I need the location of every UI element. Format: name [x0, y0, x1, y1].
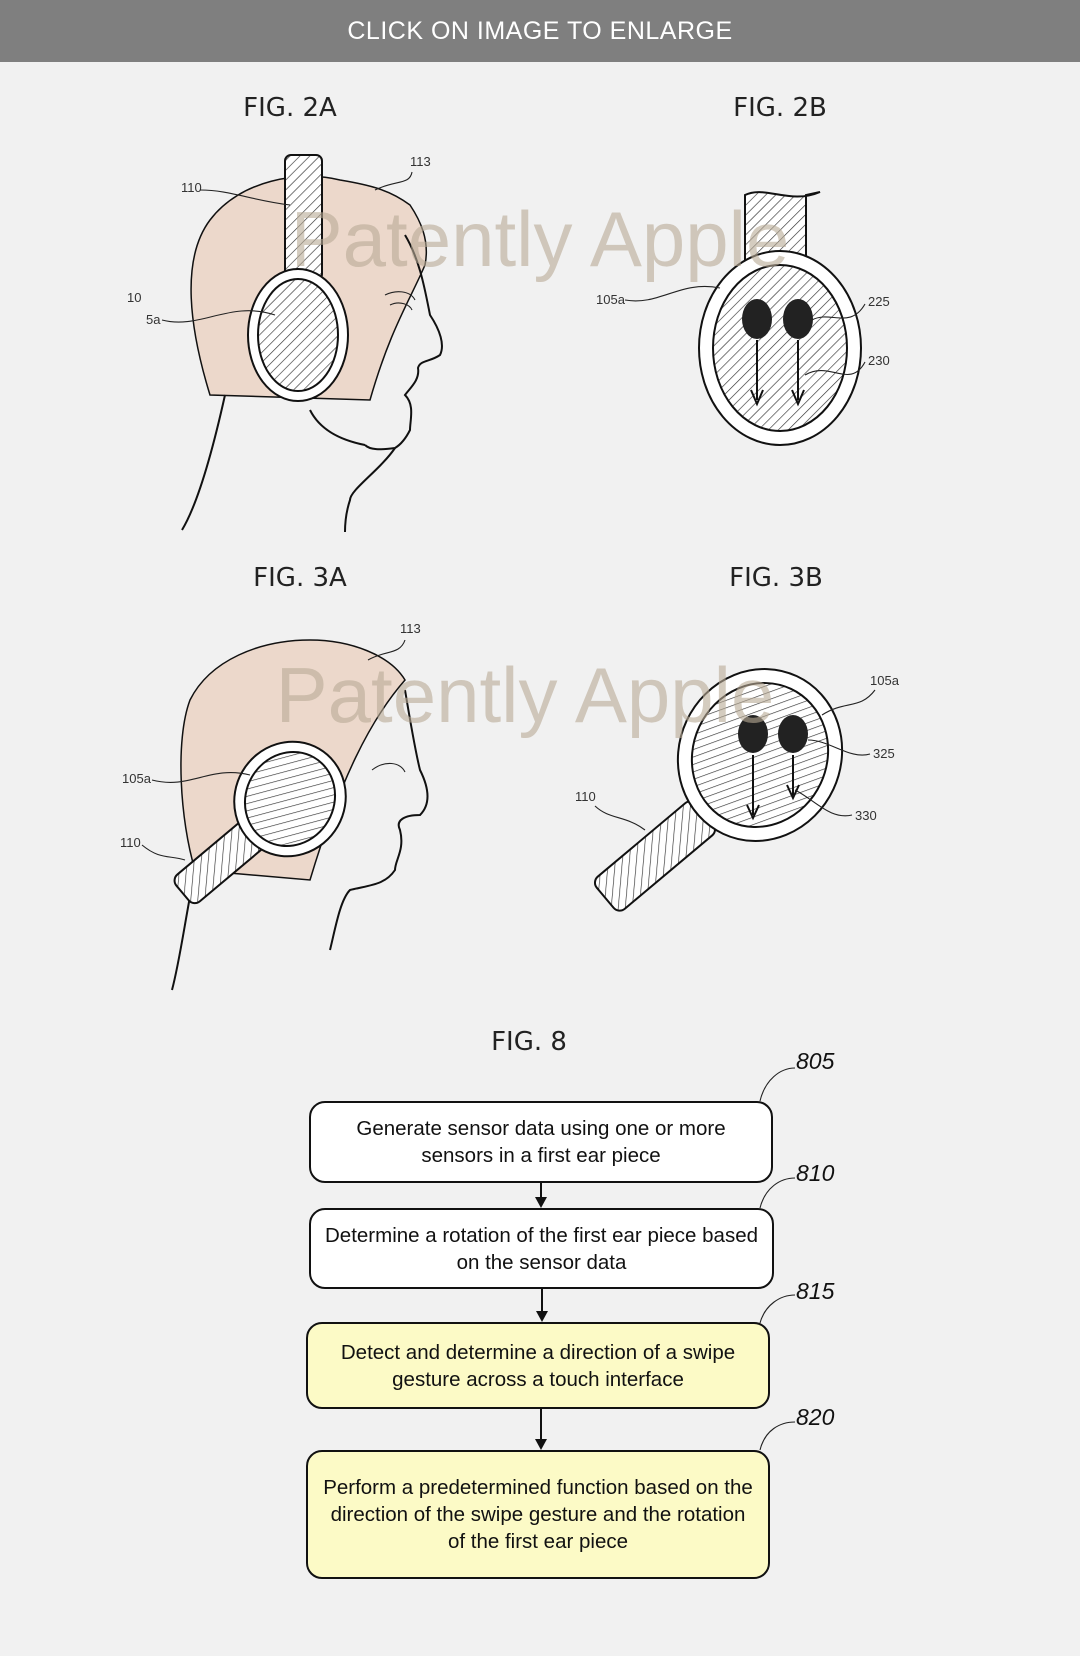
ref-105a-part2: 5a — [146, 312, 161, 327]
fig-3b-title: FIG. 3B — [729, 563, 823, 593]
fig-2a-title: FIG. 2A — [243, 93, 337, 123]
ref-225: 225 — [868, 294, 890, 309]
ear-cup — [257, 278, 339, 392]
step-text: Determine a rotation of the first ear pi… — [325, 1223, 759, 1274]
touch-point — [742, 299, 772, 339]
flow-step-815: Detect and determine a direction of a sw… — [306, 1322, 770, 1409]
ref-113: 113 — [400, 621, 421, 636]
ear-cup — [243, 750, 337, 848]
watermark: Patently Apple — [291, 195, 790, 283]
ref-105a: 105a — [122, 771, 152, 786]
ref-110: 110 — [181, 180, 202, 195]
ref-325: 325 — [873, 746, 895, 761]
step-text: Detect and determine a direction of a sw… — [340, 1340, 736, 1391]
ref-105a: 105a — [870, 673, 900, 688]
step-text: Generate sensor data using one or more s… — [356, 1117, 726, 1167]
swipe-arrows — [746, 755, 800, 821]
flow-step-805: Generate sensor data using one or more s… — [309, 1101, 773, 1183]
swipe-arrows — [750, 340, 805, 407]
ref-330: 330 — [855, 808, 877, 823]
fig-3b: FIG. 3B 105a 325 330 110 — [575, 563, 900, 912]
ref-105a-part1: 10 — [127, 290, 141, 305]
ear-cup — [712, 264, 848, 432]
fig-8-title: FIG. 8 — [491, 1027, 567, 1057]
ref-110: 110 — [120, 835, 141, 850]
fig-3a-title: FIG. 3A — [253, 563, 347, 593]
step-text: Perform a predetermined function based o… — [323, 1476, 753, 1553]
fig-2a: FIG. 2A 110 113 10 5a — [127, 93, 443, 533]
step-number-805: 805 — [796, 1048, 835, 1074]
step-number-810: 810 — [796, 1160, 835, 1186]
ref-230: 230 — [868, 353, 890, 368]
fig-2b-title: FIG. 2B — [733, 93, 827, 123]
touch-point — [783, 299, 813, 339]
step-number-815: 815 — [796, 1278, 835, 1304]
fig-2b: FIG. 2B 105a 225 230 — [596, 93, 890, 446]
step-leaders — [759, 1067, 796, 1451]
eye — [371, 762, 406, 773]
ref-113: 113 — [410, 154, 431, 169]
flow-step-810: Determine a rotation of the first ear pi… — [309, 1208, 774, 1289]
face-profile — [364, 234, 443, 451]
flow-arrows — [535, 1183, 548, 1450]
flow-step-820: Perform a predetermined function based o… — [306, 1450, 770, 1579]
ref-110: 110 — [575, 789, 596, 804]
touch-point — [738, 715, 768, 753]
watermark: Patently Apple — [276, 651, 775, 739]
ref-105a: 105a — [596, 292, 626, 307]
click-to-enlarge-banner[interactable]: CLICK ON IMAGE TO ENLARGE — [0, 0, 1080, 62]
step-number-820: 820 — [796, 1404, 835, 1430]
fig-3a: FIG. 3A 113 105a 110 — [120, 563, 429, 991]
eye — [384, 291, 416, 311]
touch-point — [778, 715, 808, 753]
neck-lines — [181, 394, 396, 533]
patent-figures[interactable]: FIG. 2A 110 113 10 5a FIG. 2B 105a 225 2… — [0, 62, 1080, 1656]
